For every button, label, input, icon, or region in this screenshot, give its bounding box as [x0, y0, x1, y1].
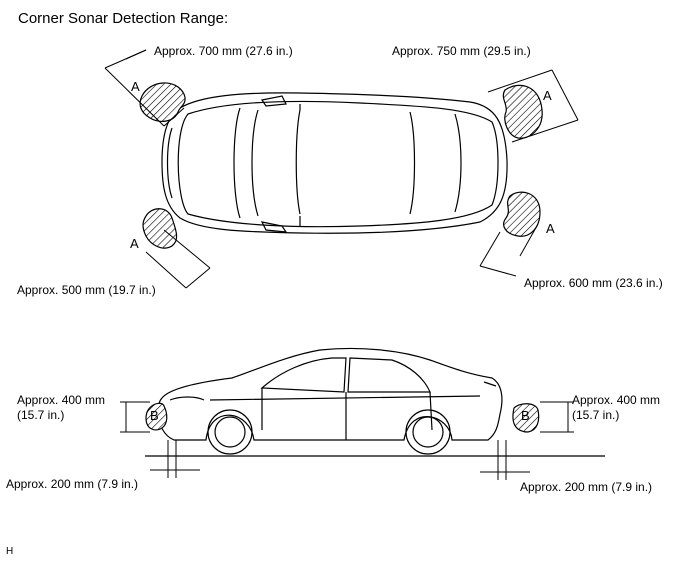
zone-b-labels: B B	[150, 408, 530, 423]
front-height-label-line2: (15.7 in.)	[17, 408, 65, 422]
sonar-zone-front-right	[502, 84, 543, 139]
zone-label-a-front-left: A	[131, 79, 140, 94]
rear-height-label-line2: (15.7 in.)	[572, 408, 620, 422]
dimension-lines-side	[120, 401, 574, 480]
zone-label-b-rear: B	[521, 408, 530, 423]
front-left-range-label: Approx. 700 mm (27.6 in.)	[154, 44, 293, 58]
rear-left-range-label: Approx. 500 mm (19.7 in.)	[17, 283, 156, 297]
sonar-zone-rear-right	[503, 191, 541, 237]
front-right-range-label: Approx. 750 mm (29.5 in.)	[392, 44, 531, 58]
sonar-zone-front-side	[145, 402, 168, 431]
dimension-lines-top	[104, 49, 579, 289]
diagram-title: Corner Sonar Detection Range:	[18, 10, 229, 27]
rear-height-label-line1: Approx. 400 mm	[572, 393, 661, 407]
car-top-view	[161, 92, 508, 234]
zone-label-a-rear-right: A	[546, 221, 555, 236]
rear-offset-label: Approx. 200 mm (7.9 in.)	[520, 480, 653, 494]
sonar-zone-rear-side	[512, 403, 540, 433]
corner-mark: H	[6, 546, 14, 557]
zone-a-labels: A A A A	[130, 79, 555, 251]
sonar-zone-front-left	[139, 82, 186, 122]
front-offset-label: Approx. 200 mm (7.9 in.)	[6, 477, 139, 491]
front-height-label-line1: Approx. 400 mm	[17, 393, 106, 407]
zone-label-b-front: B	[150, 408, 159, 423]
rear-right-range-label: Approx. 600 mm (23.6 in.)	[524, 276, 663, 290]
car-side-view	[145, 347, 605, 457]
zone-label-a-rear-left: A	[130, 236, 139, 251]
sonar-zone-rear-left	[142, 208, 178, 249]
zone-label-a-front-right: A	[543, 88, 552, 103]
